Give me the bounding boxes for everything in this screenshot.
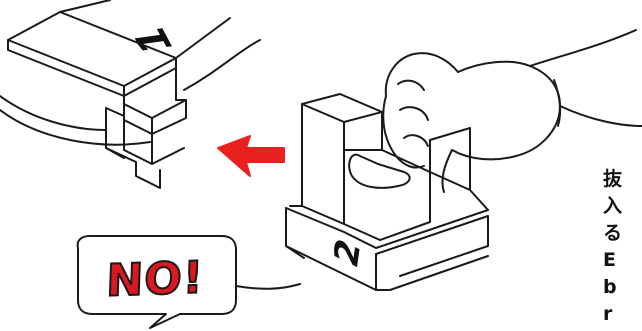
gloved-hand <box>349 30 642 192</box>
truncated-side-text: 抜 入 る E b r <box>603 166 642 331</box>
side-text-line: る <box>603 220 642 247</box>
side-text-line: r <box>603 301 642 328</box>
part-two-block <box>286 94 488 290</box>
side-text-line: b <box>603 274 642 301</box>
side-text-line: E <box>603 247 642 274</box>
side-text-line: 抜 <box>603 166 642 193</box>
part-one-bracket <box>0 0 260 188</box>
no-warning-text: NO! <box>89 250 221 315</box>
insert-direction-arrow <box>218 136 284 176</box>
side-text-line: 入 <box>603 193 642 220</box>
